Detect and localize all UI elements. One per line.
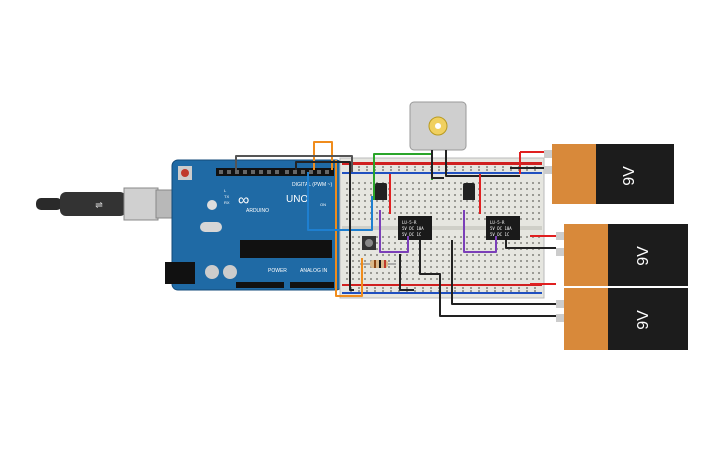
crystal: [200, 222, 222, 232]
power-header: [236, 282, 284, 288]
capacitor: [207, 200, 217, 210]
arduino-uno: DIGITAL (PWM ~) ∞ ARDUINO UNO TX RX L ON…: [165, 159, 343, 291]
relay-2-line3: 5V DC 1C: [490, 232, 510, 237]
push-button: [362, 236, 376, 250]
arduino-logo-icon: ∞: [238, 192, 249, 209]
relay-2: LU-5-R 5V DC 10A 5V DC 1C: [486, 216, 520, 240]
wire-purple: [463, 210, 497, 253]
relay-1-line3: 5V DC 1C: [402, 232, 422, 237]
battery-3-label: 9V: [635, 310, 652, 330]
relay-1-line2: 5V DC 10A: [402, 226, 424, 231]
battery-2: 9V: [556, 224, 688, 286]
wire-grey: [235, 155, 353, 172]
usb-cable: ⇌: [36, 187, 173, 221]
l-label: L: [224, 188, 227, 193]
on-label: ON: [320, 202, 326, 207]
wire-black: [399, 254, 414, 291]
arduino-brand: ARDUINO: [246, 208, 269, 214]
relay-1: LU-5-R 5V DC 10A 5V DC 1C: [398, 216, 432, 240]
wires: [235, 141, 556, 317]
wire-blue: [307, 172, 373, 231]
analog-label: ANALOG IN: [300, 268, 328, 274]
atmega-chip: [240, 240, 332, 258]
battery-1-label: 9V: [621, 166, 638, 186]
wire-orange: [335, 160, 363, 297]
tx-label: TX: [224, 194, 229, 199]
wire-black: [431, 150, 444, 179]
npn-transistor: [463, 183, 475, 200]
battery-1: 9V: [544, 144, 674, 204]
wire-black: [505, 240, 556, 249]
digital-label: DIGITAL (PWM ~): [292, 182, 332, 188]
resistor: [360, 260, 396, 268]
rx-label: RX: [224, 200, 230, 205]
usb-icon: ⇌: [95, 200, 103, 210]
power-label: POWER: [268, 268, 287, 274]
dc-motor: [409, 101, 467, 151]
wire-black: [445, 150, 520, 177]
battery-2-label: 9V: [635, 246, 652, 266]
battery-3: 9V: [556, 288, 688, 350]
relay-1-line1: LU-5-R: [402, 220, 417, 225]
wire-purple: [379, 210, 409, 253]
arduino-model: UNO: [286, 194, 308, 205]
power-jack: [165, 262, 195, 284]
wire-black: [295, 161, 354, 291]
wire-black: [419, 240, 556, 317]
wire-black: [451, 240, 556, 305]
relay-2-line1: LU-5-R: [490, 220, 505, 225]
analog-header: [290, 282, 334, 288]
npn-transistor: [375, 183, 387, 200]
relay-2-line2: 5V DC 10A: [490, 226, 512, 231]
